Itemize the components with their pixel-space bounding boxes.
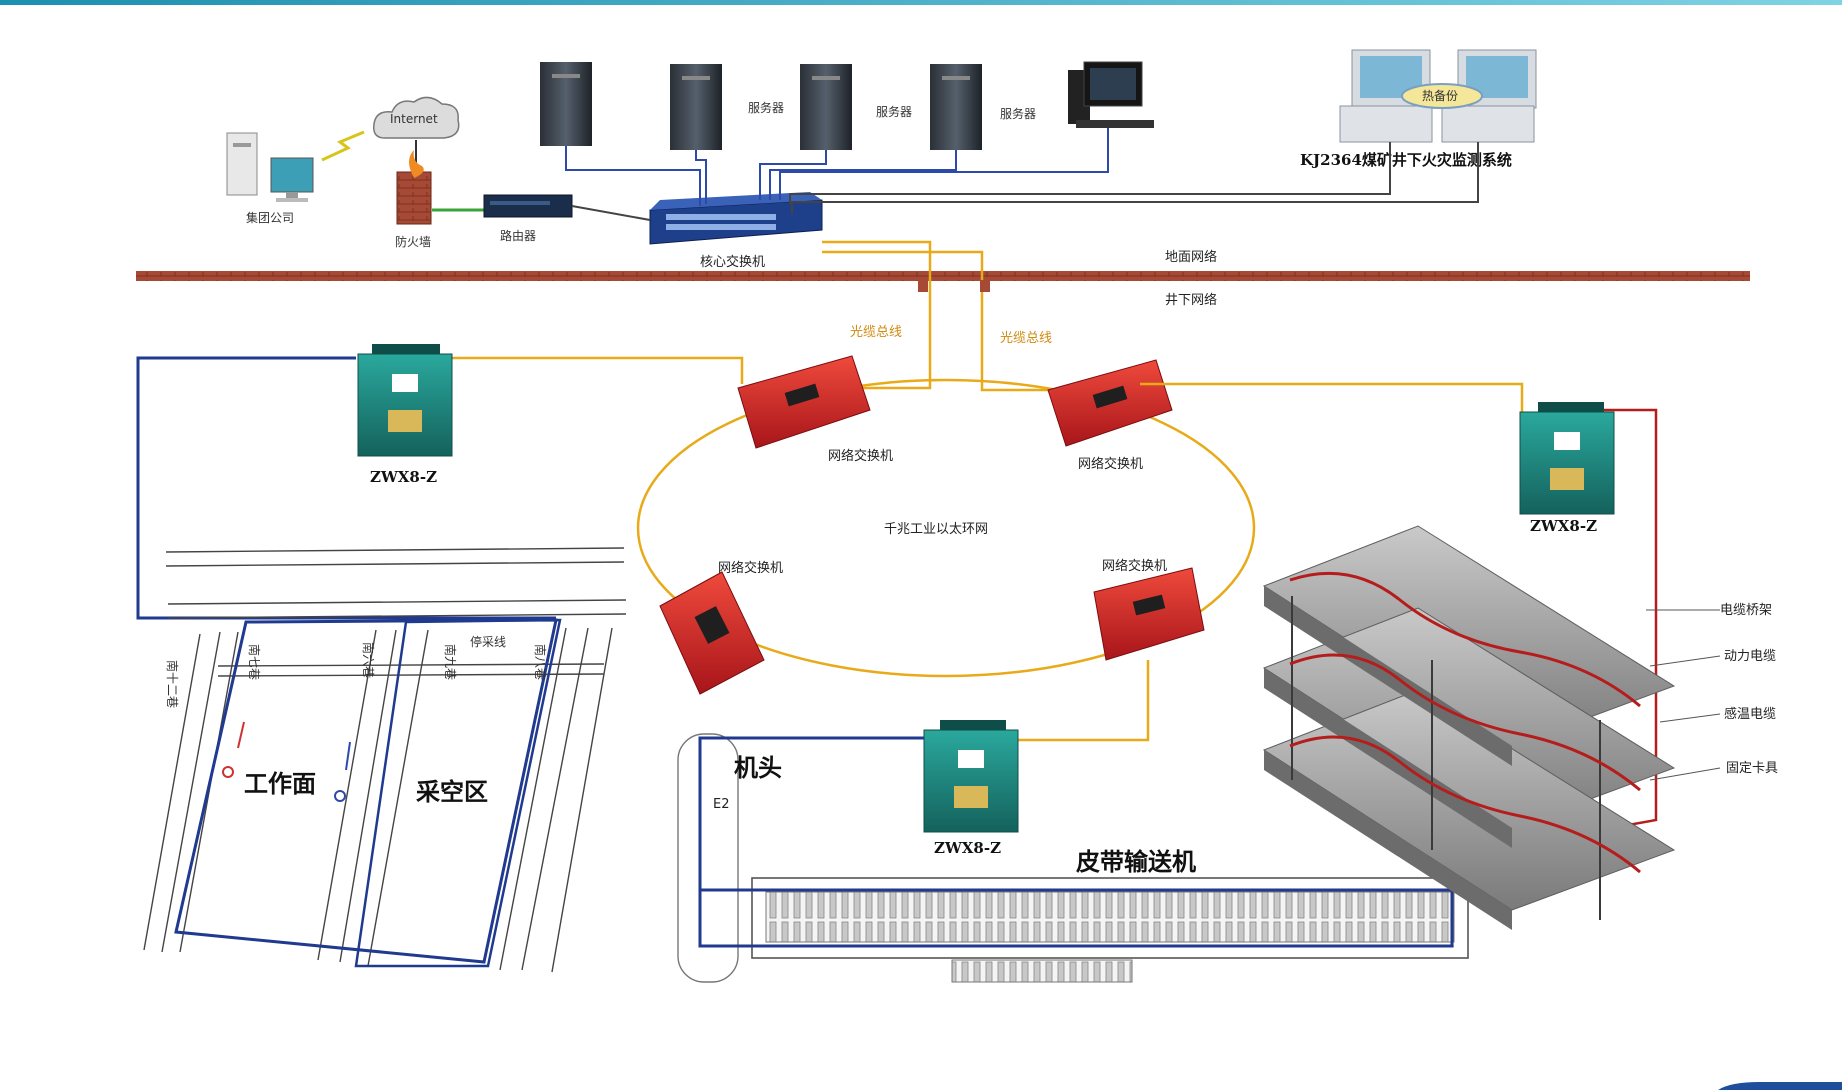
- cable-tray-label: 电缆桥架: [1720, 602, 1772, 618]
- hot-backup-badge: [1401, 83, 1483, 109]
- underground-network-label: 井下网络: [1165, 292, 1217, 308]
- working-face-label: 工作面: [244, 769, 316, 798]
- firewall-icon: [396, 150, 432, 225]
- server-3-icon: [800, 64, 852, 150]
- network-switch-1-icon: [737, 355, 871, 449]
- router-label: 路由器: [500, 228, 536, 243]
- roadway-label-south7: 南七巷: [247, 644, 262, 680]
- surface-links: [565, 128, 1479, 221]
- fiber-bus-label-1: 光缆总线: [850, 324, 902, 340]
- core-switch-icon: [649, 192, 823, 245]
- heat-sensing-cable: [1289, 571, 1641, 874]
- roadway-label-south9: 南九巷: [443, 644, 458, 680]
- ground-network-label: 地面网络: [1165, 249, 1217, 265]
- goaf-label: 采空区: [416, 777, 488, 806]
- gigabit-ring: [636, 378, 1256, 678]
- roadway-label-south6: 南六巷: [361, 642, 376, 678]
- ground-divider-band: [136, 271, 1750, 281]
- goaf-boundary: [354, 618, 562, 968]
- network-switch-label-3: 网络交换机: [718, 560, 783, 576]
- cable-tray-leader-lines: [1646, 609, 1721, 781]
- conveyor-monitor-line: [698, 736, 1454, 948]
- lightning-icon: [321, 130, 365, 162]
- network-switch-4-icon: [1093, 567, 1205, 661]
- monitoring-workstation-right-icon: [1441, 49, 1537, 143]
- belt-conveyor-label: 皮带输送机: [1076, 847, 1196, 876]
- server-label-3: 服务器: [1000, 106, 1036, 121]
- router-icon: [483, 194, 573, 218]
- system-name-label: KJ2364煤矿井下火灾监测系统: [1300, 151, 1512, 169]
- core-switch-label: 核心交换机: [700, 254, 765, 270]
- server-1-icon: [540, 62, 592, 146]
- top-banner: [0, 0, 1842, 5]
- heat-sensing-cable-label: 感温电缆: [1724, 706, 1776, 722]
- hot-backup-label: 热备份: [1422, 89, 1458, 103]
- network-switch-2-icon: [1047, 359, 1173, 447]
- server-label-1: 服务器: [748, 100, 784, 115]
- mine-roadway-map: [143, 547, 627, 973]
- network-switch-label-2: 网络交换机: [1078, 456, 1143, 472]
- server-2-icon: [670, 64, 722, 150]
- server-label-2: 服务器: [876, 104, 912, 119]
- corner-accent: [1718, 1082, 1842, 1090]
- group-company-label: 集团公司: [246, 210, 294, 225]
- power-cable-label: 动力电缆: [1724, 648, 1776, 664]
- network-switch-3-icon: [659, 571, 765, 695]
- internet-cloud-icon: [372, 96, 460, 139]
- network-switch-label-1: 网络交换机: [828, 448, 893, 464]
- group-company-pc-icon: [226, 132, 314, 202]
- roadway-label-south8: 南八巷: [533, 644, 548, 680]
- station-3-icon: [923, 720, 1019, 833]
- network-switch-label-4: 网络交换机: [1102, 558, 1167, 574]
- station-label-3: ZWX8-Z: [934, 839, 1001, 857]
- station-label-2: ZWX8-Z: [1530, 517, 1597, 535]
- stop-mining-line-label: 停采线: [470, 634, 506, 649]
- conveyor-head-label: 机头: [734, 753, 782, 782]
- workstation-icon: [1068, 61, 1154, 128]
- fixing-clamp-label: 固定卡具: [1726, 761, 1778, 776]
- fiber-bus-label-2: 光缆总线: [1000, 330, 1052, 346]
- server-4-icon: [930, 64, 982, 150]
- station-label-1: ZWX8-Z: [370, 468, 437, 486]
- internet-label: Internet: [390, 112, 438, 126]
- monitoring-workstation-left-icon: [1339, 49, 1433, 143]
- ring-label: 千兆工业以太环网: [884, 522, 988, 537]
- firewall-label: 防火墙: [395, 234, 431, 249]
- conveyor-e2-mark: E2: [713, 797, 730, 812]
- station-2-icon: [1519, 402, 1615, 515]
- cable-tray-drawing: [1262, 525, 1676, 930]
- station-links: [136, 356, 1524, 742]
- roadway-label-south12: 南十二巷: [165, 660, 180, 708]
- fiber-bus-lines: [760, 240, 1060, 392]
- station-1-icon: [357, 344, 453, 457]
